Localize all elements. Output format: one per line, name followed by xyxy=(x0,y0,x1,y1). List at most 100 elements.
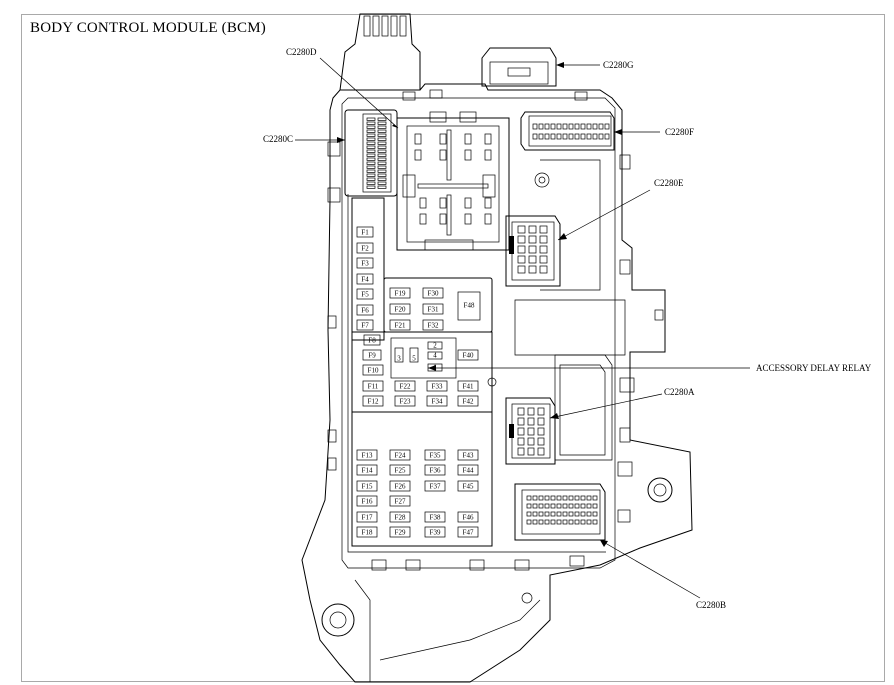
fuse-f22: F22 xyxy=(394,380,416,392)
fuse-label: F35 xyxy=(430,452,441,460)
fuse-f40: F40 xyxy=(457,349,479,361)
fuse-label: F46 xyxy=(463,514,474,522)
svg-text:2: 2 xyxy=(433,342,437,350)
fuse-f8: F8 xyxy=(363,334,381,346)
fuse-f32: F32 xyxy=(422,319,444,331)
module-outline xyxy=(301,13,693,683)
fuse-f36: F36 xyxy=(424,464,446,476)
fuse-f13: F13 xyxy=(356,449,378,461)
fuse-f18: F18 xyxy=(356,526,378,538)
fuse-label: F43 xyxy=(463,452,474,460)
fuse-f47: F47 xyxy=(457,526,479,538)
fuse-f3: F3 xyxy=(356,257,374,269)
connector-c2280g xyxy=(481,47,557,87)
fuse-label: F10 xyxy=(368,367,379,375)
fuse-f26: F26 xyxy=(389,480,411,492)
fuse-label: F48 xyxy=(464,302,475,310)
fuse-label: F7 xyxy=(361,322,369,330)
label-c2280c: C2280C xyxy=(263,134,293,144)
fuse-f24: F24 xyxy=(389,449,411,461)
fuse-f17: F17 xyxy=(356,511,378,523)
fuse-label: F36 xyxy=(430,467,441,475)
fuse-f43: F43 xyxy=(457,449,479,461)
fuse-f6: F6 xyxy=(356,304,374,316)
fuse-f14: F14 xyxy=(356,464,378,476)
relay-terminal: 3 xyxy=(394,347,404,363)
fuse-label: F14 xyxy=(362,467,373,475)
label-c2280f: C2280F xyxy=(665,127,694,137)
fuse-label: F47 xyxy=(463,529,474,537)
fuse-f20: F20 xyxy=(389,303,411,315)
fuse-label: F39 xyxy=(430,529,441,537)
fuse-label: F37 xyxy=(430,483,441,491)
fuse-label: F28 xyxy=(395,514,406,522)
label-c2280a: C2280A xyxy=(664,387,695,397)
fuse-label: F22 xyxy=(400,383,411,391)
fuse-f21: F21 xyxy=(389,319,411,331)
diagram-frame: BODY CONTROL MODULE (BCM) xyxy=(21,14,885,682)
fuse-f9: F9 xyxy=(362,349,382,361)
fuse-label: F8 xyxy=(368,337,376,345)
fuse-f48: F48 xyxy=(464,302,475,310)
fuse-label: F4 xyxy=(361,276,369,284)
fuse-label: F32 xyxy=(428,322,439,330)
fuse-label: F33 xyxy=(432,383,443,391)
fuse-f19: F19 xyxy=(389,287,411,299)
fuse-f11: F11 xyxy=(362,380,384,392)
fuse-f7: F7 xyxy=(356,319,374,331)
fuse-label: F34 xyxy=(432,398,443,406)
connector-c2280d xyxy=(396,111,510,251)
fuse-label: F6 xyxy=(361,307,369,315)
fuse-f1: F1 xyxy=(356,226,374,238)
fuse-f4: F4 xyxy=(356,273,374,285)
connector-c2280c xyxy=(344,109,398,197)
leader-lines xyxy=(295,57,750,599)
fuse-f27: F27 xyxy=(389,495,411,507)
fuse-label: F15 xyxy=(362,483,373,491)
fuse-f5: F5 xyxy=(356,288,374,300)
fuse-f16: F16 xyxy=(356,495,378,507)
fuse-label: F24 xyxy=(395,452,406,460)
connector-c2280b xyxy=(514,483,606,541)
label-c2280g: C2280G xyxy=(603,60,634,70)
fuse-label: F17 xyxy=(362,514,373,522)
fuse-f25: F25 xyxy=(389,464,411,476)
diagram-title: BODY CONTROL MODULE (BCM) xyxy=(30,20,266,36)
fuse-label: F45 xyxy=(463,483,474,491)
fuse-label: F9 xyxy=(368,352,376,360)
fuse-label: F21 xyxy=(395,322,406,330)
fuse-label: F1 xyxy=(361,229,369,237)
fuse-label: F23 xyxy=(400,398,411,406)
fuse-f35: F35 xyxy=(424,449,446,461)
leader-arrows xyxy=(337,62,622,547)
connector-c2280e xyxy=(505,215,561,287)
label-c2280e: C2280E xyxy=(654,178,684,188)
fuse-f44: F44 xyxy=(457,464,479,476)
fuse-f38: F38 xyxy=(424,511,446,523)
fuse-f45: F45 xyxy=(457,480,479,492)
connector-c2280f xyxy=(520,111,615,151)
fuse-f29: F29 xyxy=(389,526,411,538)
fuse-label: F29 xyxy=(395,529,406,537)
fuse-f30: F30 xyxy=(422,287,444,299)
fuse-label: F40 xyxy=(463,352,474,360)
relay-terminal: 4 xyxy=(427,352,443,360)
label-c2280b: C2280B xyxy=(696,600,726,610)
fuse-label: F25 xyxy=(395,467,406,475)
fuse-label: F31 xyxy=(428,306,439,314)
fuse-label: F13 xyxy=(362,452,373,460)
fuse-f12: F12 xyxy=(362,395,384,407)
fuse-f34: F34 xyxy=(426,395,448,407)
fuse-f28: F28 xyxy=(389,511,411,523)
fuse-label: F18 xyxy=(362,529,373,537)
fuse-label: F5 xyxy=(361,291,369,299)
fuse-label: F42 xyxy=(463,398,474,406)
fuse-f23: F23 xyxy=(394,395,416,407)
fuse-label: F2 xyxy=(361,245,369,253)
fuse-label: F44 xyxy=(463,467,474,475)
svg-text:4: 4 xyxy=(433,352,437,360)
fuse-f46: F46 xyxy=(457,511,479,523)
svg-text:5: 5 xyxy=(412,355,416,363)
svg-text:3: 3 xyxy=(397,355,401,363)
